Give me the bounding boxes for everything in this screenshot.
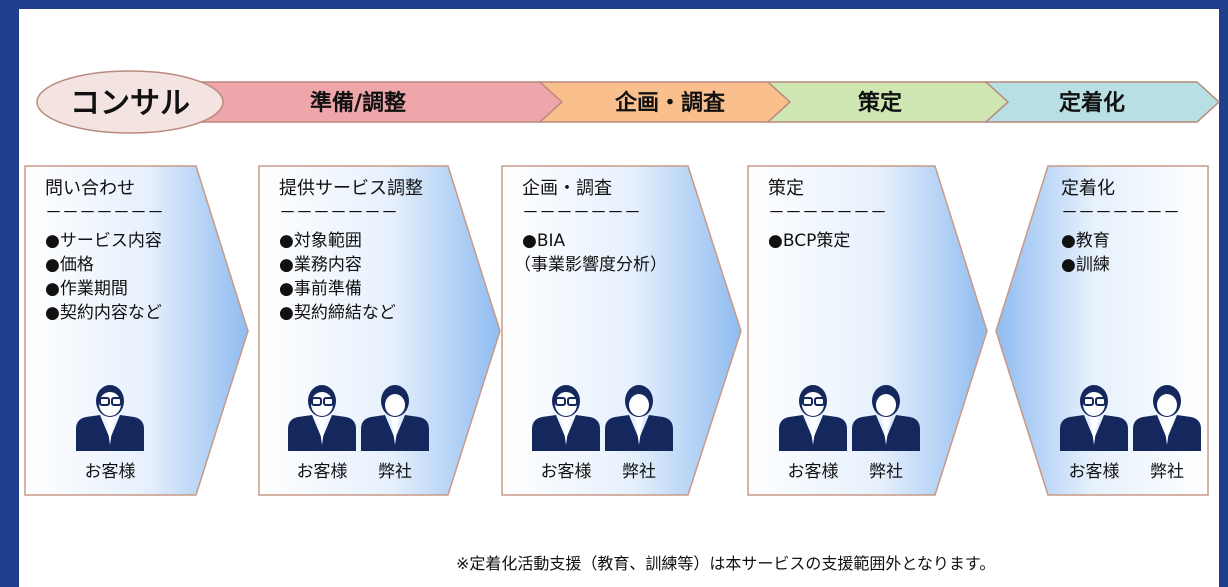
phase-label-prep: 準備/調整 — [310, 90, 406, 116]
phase-label-strategy: 策定 — [858, 90, 902, 116]
person-label-customer: お客様 — [85, 462, 136, 482]
person-label-staff: 弊社 — [622, 462, 656, 482]
card-embedding: 定着化 －－－－－－－ ●教育 ●訓練 お客様 弊社 — [995, 165, 1209, 496]
card-item: ●BCP策定 — [768, 231, 850, 251]
card-divider: －－－－－－－ — [45, 203, 164, 223]
card-strategy: 策定 －－－－－－－ ●BCP策定 お客様 弊社 — [747, 165, 988, 496]
consult-ellipse — [36, 70, 224, 134]
phase-label-embed: 定着化 — [1059, 90, 1125, 116]
card-title: 問い合わせ — [45, 178, 135, 199]
card-item: ●サービス内容 — [45, 231, 162, 251]
person-label-customer: お客様 — [541, 462, 592, 482]
card-item: ●契約内容など — [45, 303, 162, 323]
card-title: 策定 — [768, 178, 804, 199]
card-item: ●契約締結など — [279, 303, 396, 323]
card-inquiry: 問い合わせ －－－－－－－ ●サービス内容 ●価格 ●作業期間 ●契約内容など … — [24, 165, 249, 496]
person-label-staff: 弊社 — [1150, 462, 1184, 482]
card-divider: －－－－－－－ — [522, 203, 641, 223]
card-item: ●対象範囲 — [279, 231, 362, 251]
person-label-staff: 弊社 — [869, 462, 903, 482]
card-item: （事業影響度分析） — [514, 255, 667, 275]
person-label-customer: お客様 — [788, 462, 839, 482]
card-item: ●訓練 — [1061, 255, 1110, 275]
phase-label-plan: 企画・調査 — [614, 90, 726, 116]
card-title: 定着化 — [1061, 178, 1115, 199]
scope-note: ※定着化活動支援（教育、訓練等）は本サービスの支援範囲外となります。 — [456, 554, 996, 573]
person-label-staff: 弊社 — [378, 462, 412, 482]
card-divider: －－－－－－－ — [768, 203, 887, 223]
person-label-customer: お客様 — [1069, 462, 1120, 482]
card-planning-research: 企画・調査 －－－－－－－ ●BIA （事業影響度分析） お客様 弊社 — [501, 165, 742, 496]
phase-bar: コンサル 準備/調整 企画・調査 策定 定着化 — [36, 70, 1221, 134]
card-item: ●BIA — [522, 231, 566, 251]
card-title: 企画・調査 — [522, 178, 612, 199]
card-item: ●価格 — [45, 255, 94, 275]
person-label-customer: お客様 — [297, 462, 348, 482]
card-divider: －－－－－－－ — [279, 203, 398, 223]
card-item: ●作業期間 — [45, 279, 128, 299]
card-title: 提供サービス調整 — [279, 178, 423, 199]
phase-chevron-embed — [984, 81, 1221, 123]
consult-label: コンサル — [70, 86, 190, 121]
card-item: ●事前準備 — [279, 279, 362, 299]
card-service-coordination: 提供サービス調整 －－－－－－－ ●対象範囲 ●業務内容 ●事前準備 ●契約締結… — [258, 165, 501, 496]
card-item: ●業務内容 — [279, 255, 362, 275]
card-divider: －－－－－－－ — [1061, 203, 1180, 223]
card-item: ●教育 — [1061, 231, 1110, 251]
